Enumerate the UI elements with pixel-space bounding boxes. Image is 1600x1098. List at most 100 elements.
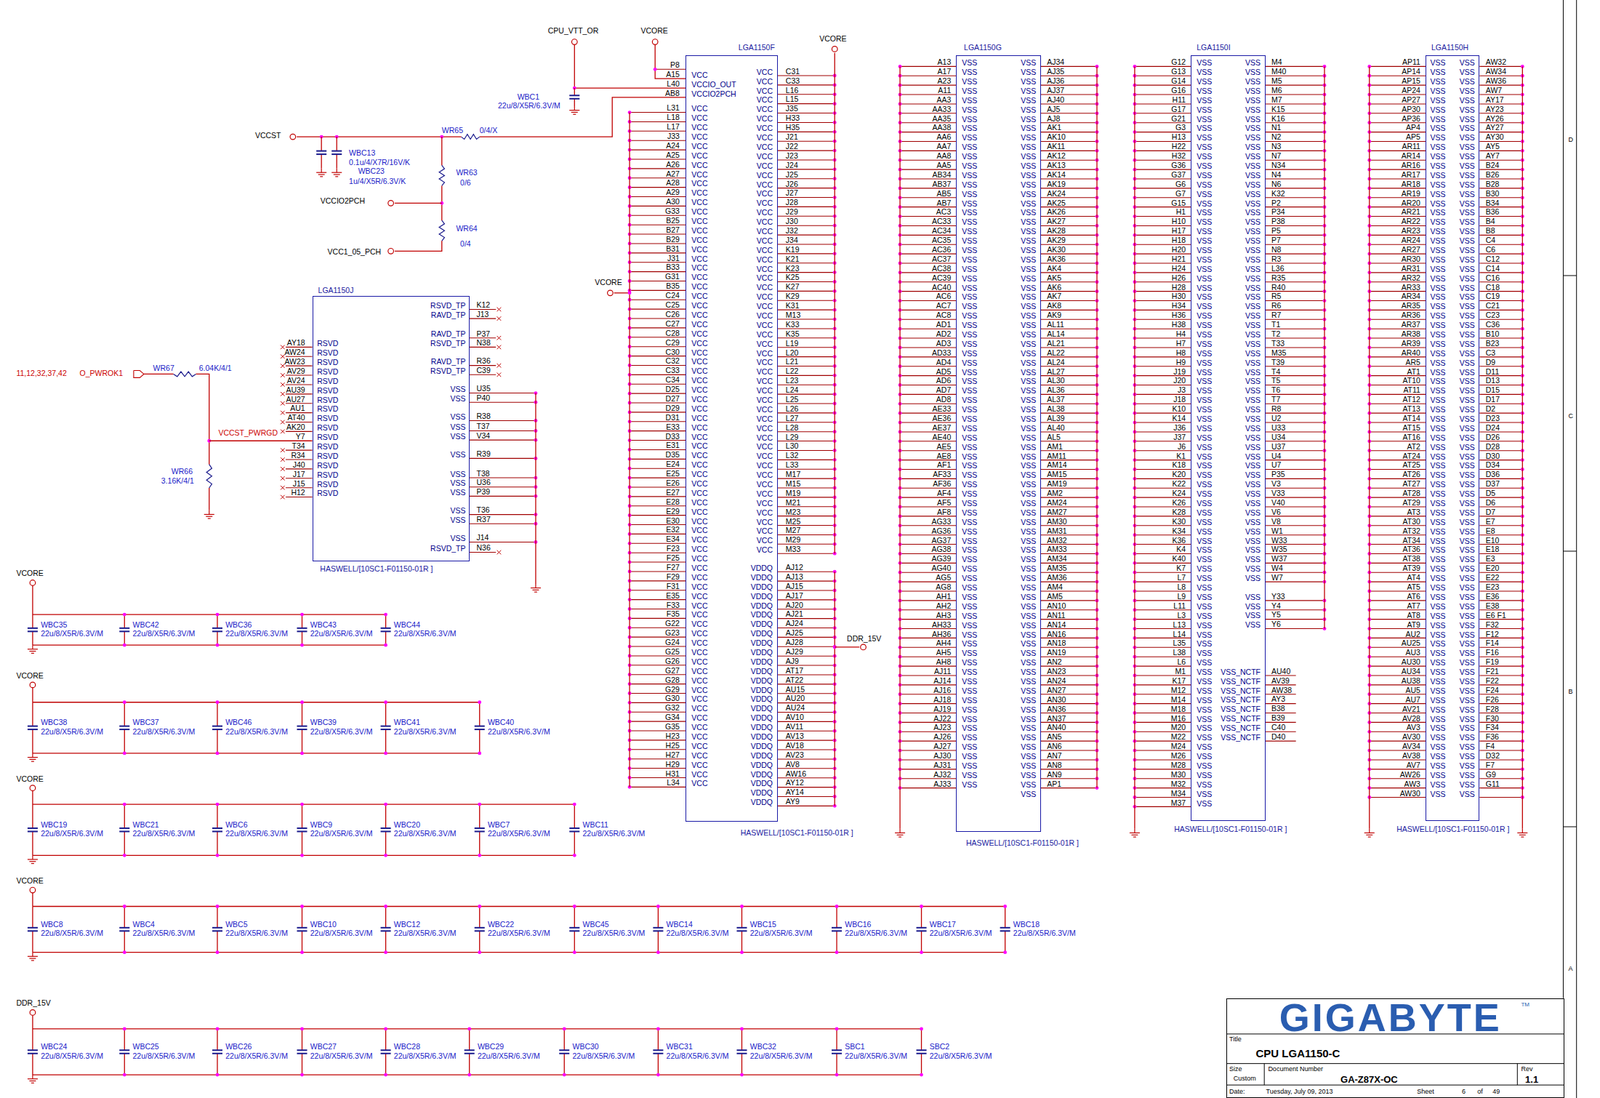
junction-dot [383, 1072, 388, 1077]
ground-symbol [29, 860, 36, 862]
junction-dot [562, 1072, 567, 1077]
wire [394, 202, 442, 204]
capacitor-symbol [831, 1052, 842, 1055]
net-port [29, 785, 36, 791]
capacitor-symbol [119, 830, 130, 832]
capacitor-symbol [569, 929, 580, 932]
wire [124, 803, 126, 828]
capacitor-symbol [316, 153, 327, 155]
ground-symbol [1368, 828, 1370, 834]
capacitor-symbol [831, 1048, 842, 1051]
junction-dot [572, 950, 577, 954]
zone-tick [1562, 825, 1577, 827]
capacitor-symbol [27, 929, 38, 932]
no-connect-mark [280, 429, 285, 434]
capacitor-symbol [736, 1052, 747, 1055]
capacitor-symbol [296, 630, 307, 632]
junction-dot [467, 1072, 472, 1077]
wire [1323, 581, 1325, 601]
junction-dot [656, 904, 661, 908]
capacitor-symbol [296, 725, 307, 727]
ground-symbol [1133, 835, 1137, 837]
junction-dot [628, 290, 632, 295]
wire [31, 905, 33, 927]
wire [657, 930, 659, 952]
wire [657, 1053, 659, 1075]
capacitor-symbol [559, 1052, 570, 1055]
net-port [607, 290, 614, 296]
wire [31, 1053, 33, 1075]
pin-name: VCC VCC VCC VCC VCC VCC VCC VCC VCC VCC … [691, 103, 708, 789]
net-port [29, 886, 36, 893]
component-value: 22u/8/X5R/6.3V/M [394, 726, 457, 737]
pin-name: RAVD_TP [431, 310, 466, 320]
junction-dot [562, 1027, 567, 1031]
pin-number: U36 [476, 477, 491, 488]
capacitor-symbol [119, 1048, 130, 1051]
title-block-text: Custom [1233, 1074, 1257, 1083]
no-connect-mark [280, 476, 285, 481]
wire [301, 729, 303, 754]
junction-dot [383, 950, 388, 954]
junction-dot [300, 950, 304, 954]
title-block-rule [1226, 1084, 1565, 1086]
title-block-text: 1.1 [1525, 1073, 1539, 1086]
wire [921, 1053, 922, 1075]
component-value: 22u/8/X5R/6.3V/M [477, 1051, 541, 1061]
part-number: HASWELL/[10SC1-F01150-01R ] [319, 564, 433, 574]
capacitor-symbol [916, 929, 927, 932]
component-ref: WBC37 [132, 717, 159, 727]
component-ref: WR64 [455, 223, 477, 234]
off-page-connector [133, 370, 144, 379]
net-label: VCORE [15, 875, 43, 886]
wire [1004, 930, 1006, 952]
no-connect-mark [280, 382, 285, 387]
pin-number: N36 [476, 543, 491, 553]
component-ref: WBC44 [394, 620, 421, 630]
wire [124, 729, 126, 754]
component-value: 22u/8/X5R/6.3V/M [310, 1051, 373, 1061]
no-connect-mark [497, 316, 502, 321]
no-connect-mark [497, 372, 502, 377]
junction-dot [300, 802, 304, 807]
wire [32, 1027, 922, 1029]
component-value: 22u/8/X5R/6.3V/M [225, 1051, 288, 1061]
component-value: 22u/8/X5R/6.3V/M [40, 828, 104, 839]
junction-dot [740, 1027, 744, 1031]
capacitor-symbol [212, 1052, 223, 1055]
part-name: LGA1150I [1196, 42, 1231, 53]
pin-name: RAVD_TP [431, 329, 466, 339]
component-ref: WBC9 [310, 819, 333, 830]
wire [32, 644, 387, 645]
wire [574, 98, 576, 107]
capacitor-symbol [331, 150, 342, 152]
no-connect-mark [280, 410, 285, 416]
wire [385, 803, 387, 828]
sheet-border [1562, 0, 1564, 999]
title-block-text: 6 [1461, 1087, 1466, 1096]
wire [479, 830, 480, 855]
ground-symbol [572, 114, 576, 115]
pin-number: AW32 AW34 AW36 AW7 AY17 AY23 AY26 AY27 A… [1485, 57, 1507, 789]
wire [31, 803, 33, 828]
wire [301, 905, 303, 927]
component-value: 22u/8/X5R/6.3V/M [750, 928, 813, 938]
wire [216, 1053, 218, 1075]
no-connect-mark [280, 476, 285, 481]
junction-dot [215, 1072, 220, 1077]
wire [321, 136, 323, 152]
pin-number: T36 [476, 505, 490, 515]
capacitor-symbol [736, 929, 747, 932]
wire [741, 930, 743, 952]
wire [468, 1053, 470, 1075]
component-ref: WBC8 [40, 919, 63, 930]
junction-dot [477, 751, 482, 756]
capacitor-symbol [559, 1048, 570, 1051]
ground-symbol [1519, 834, 1526, 836]
wire [31, 1014, 33, 1029]
zone-letter: D [1568, 135, 1574, 144]
wire [301, 803, 303, 828]
component-value: 22u/8/X5R/6.3V/M [583, 928, 646, 938]
wire [124, 930, 126, 952]
no-connect-mark [280, 466, 285, 472]
